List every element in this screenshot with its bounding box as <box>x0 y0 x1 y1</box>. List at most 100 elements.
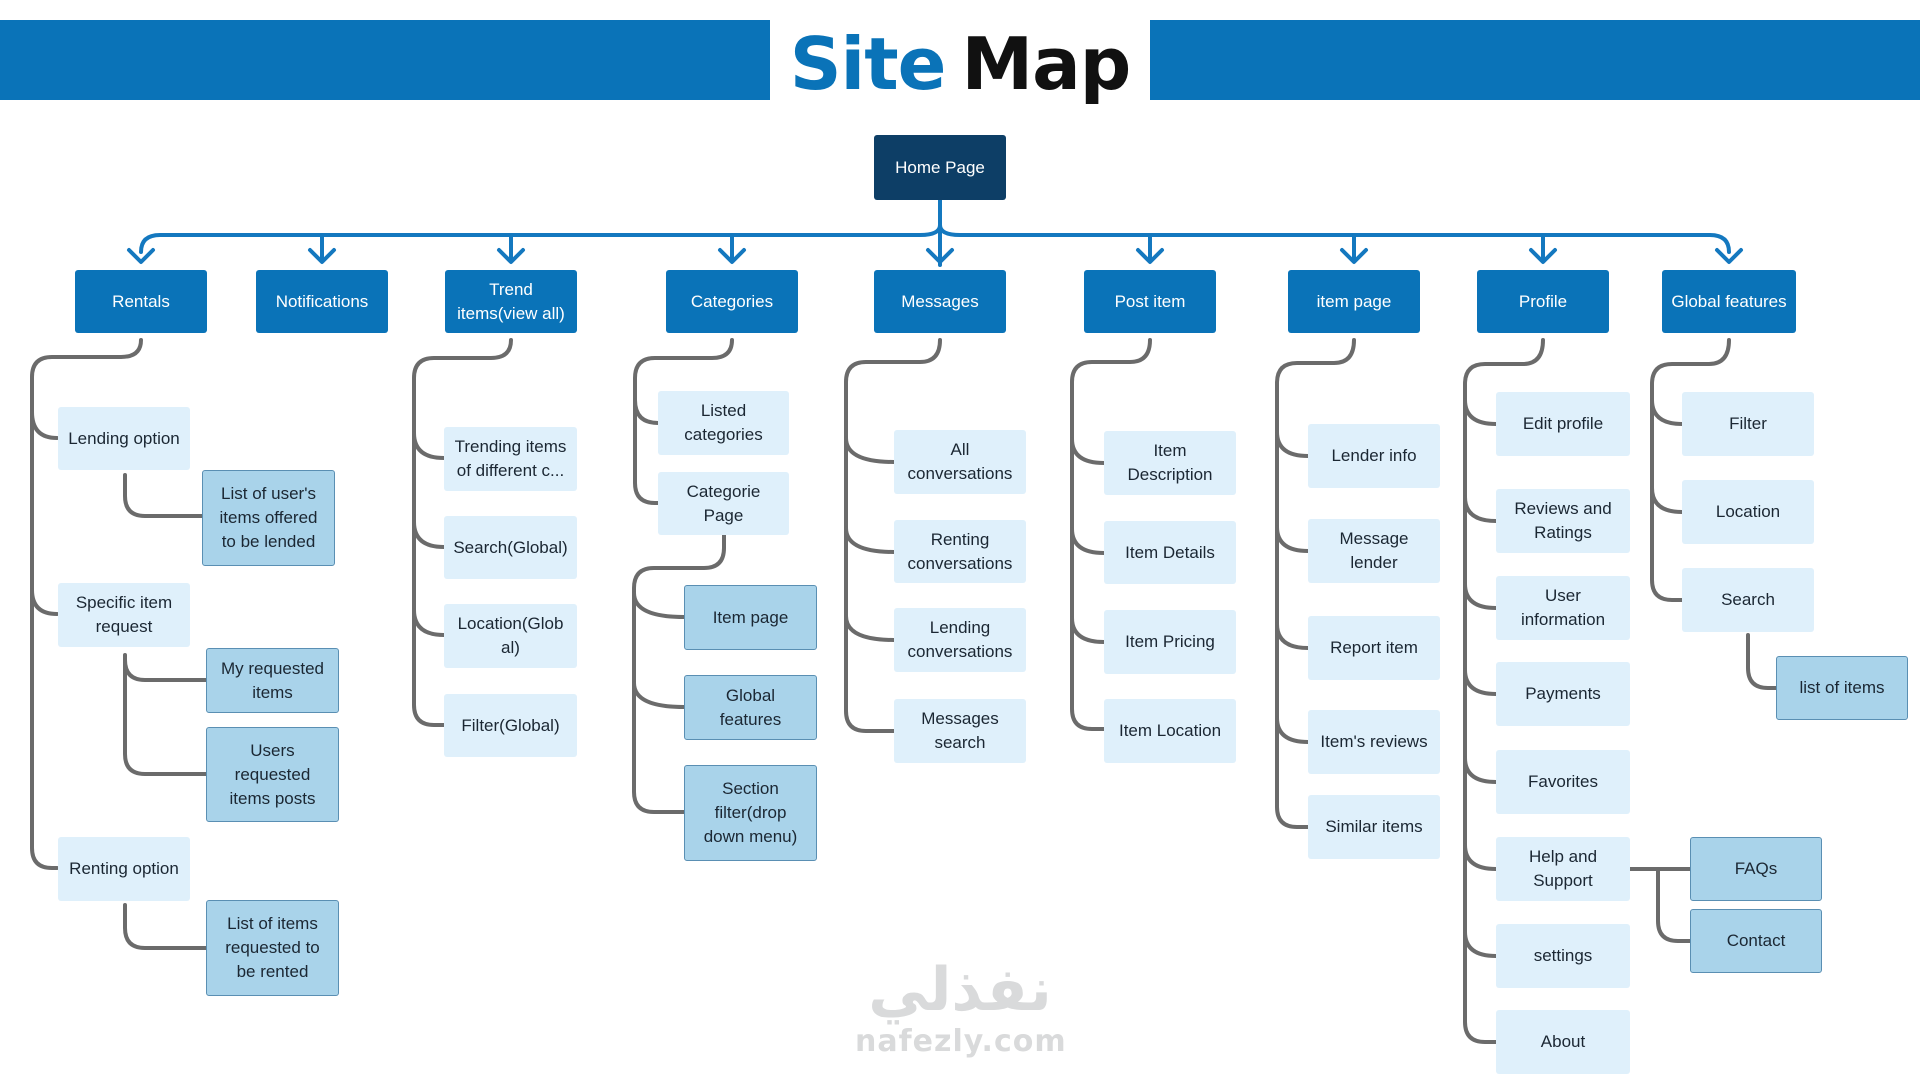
profile-tick-4 <box>1463 668 1498 696</box>
node-contact[interactable]: Contact <box>1690 909 1822 973</box>
node-item-pricing[interactable]: Item Pricing <box>1104 610 1236 674</box>
node-all-conversations[interactable]: All conversations <box>894 430 1026 494</box>
node-edit-profile[interactable]: Edit profile <box>1496 392 1630 456</box>
arrowhead <box>497 248 525 264</box>
global-tick-2 <box>1650 486 1684 514</box>
node-specific-item-request[interactable]: Specific item request <box>58 583 190 647</box>
trend-tick-3 <box>412 608 446 637</box>
node-users-requested-posts[interactable]: Users requested items posts <box>206 727 339 822</box>
node-search[interactable]: Search <box>1682 568 1814 632</box>
node-lending-list[interactable]: List of user's items offered to be lende… <box>202 470 335 566</box>
node-item-description[interactable]: Item Description <box>1104 431 1236 495</box>
post-item-tick-3 <box>1070 616 1106 644</box>
bus-right <box>938 223 1731 254</box>
help-link-contact <box>1656 867 1692 943</box>
node-post-item[interactable]: Post item <box>1084 270 1216 333</box>
title-banner-left <box>0 20 770 100</box>
profile-tick-2 <box>1463 495 1498 523</box>
node-favorites[interactable]: Favorites <box>1496 750 1630 814</box>
post-item-spine <box>1070 338 1152 731</box>
lending-child-link <box>123 473 204 518</box>
node-message-lender[interactable]: Message lender <box>1308 519 1440 583</box>
node-trend-sub-3[interactable]: Location(Glob al) <box>444 604 577 668</box>
node-categorie-page[interactable]: Categorie Page <box>658 472 789 535</box>
node-renting-conversations[interactable]: Renting conversations <box>894 520 1026 583</box>
node-cat-item-page[interactable]: Item page <box>684 585 817 650</box>
categories-spine <box>633 338 734 505</box>
messages-tick-3 <box>844 614 896 642</box>
node-lender-info[interactable]: Lender info <box>1308 424 1440 488</box>
node-filter[interactable]: Filter <box>1682 392 1814 456</box>
node-reviews-and-ratings[interactable]: Reviews and Ratings <box>1496 489 1630 553</box>
search-child-link <box>1746 633 1778 690</box>
node-section-filter[interactable]: Section filter(drop down menu) <box>684 765 817 861</box>
node-rentals[interactable]: Rentals <box>75 270 207 333</box>
node-messages[interactable]: Messages <box>874 270 1006 333</box>
renting-child-link <box>123 903 208 950</box>
item-page-spine <box>1275 338 1356 829</box>
node-renting-list[interactable]: List of items requested to be rented <box>206 900 339 996</box>
branch-connectors <box>30 338 1778 1044</box>
arrowhead <box>718 248 746 264</box>
messages-spine <box>844 338 942 733</box>
node-categories[interactable]: Categories <box>666 270 798 333</box>
arrowhead <box>1715 248 1743 264</box>
node-report-item[interactable]: Report item <box>1308 616 1440 680</box>
node-trend-sub-2[interactable]: Search(Global) <box>444 516 577 579</box>
node-my-requested-items[interactable]: My requested items <box>206 648 339 713</box>
post-item-tick-1 <box>1070 437 1106 465</box>
node-trend-sub-1[interactable]: Trending items of different c... <box>444 427 577 491</box>
global-spine <box>1650 338 1731 602</box>
profile-tick-6 <box>1463 843 1498 871</box>
arrowhead <box>1340 248 1368 264</box>
node-items-reviews[interactable]: Item's reviews <box>1308 710 1440 774</box>
title-word-map: Map <box>961 22 1132 106</box>
node-location[interactable]: Location <box>1682 480 1814 544</box>
rentals-tick-specific <box>30 588 59 616</box>
profile-tick-3 <box>1463 582 1498 610</box>
node-user-information[interactable]: User information <box>1496 576 1630 640</box>
node-cat-global-features[interactable]: Global features <box>684 675 817 740</box>
node-home-page[interactable]: Home Page <box>874 135 1006 200</box>
categories-tick-listed <box>633 398 660 425</box>
node-item-page[interactable]: item page <box>1288 270 1420 333</box>
node-trend-items[interactable]: Trend items(view all) <box>445 270 577 333</box>
arrowhead <box>1529 248 1557 264</box>
node-listed-categories[interactable]: Listed categories <box>658 391 789 455</box>
node-help-and-support[interactable]: Help and Support <box>1496 837 1630 901</box>
node-notifications[interactable]: Notifications <box>256 270 388 333</box>
node-profile[interactable]: Profile <box>1477 270 1609 333</box>
trend-spine <box>412 338 513 727</box>
node-payments[interactable]: Payments <box>1496 662 1630 726</box>
messages-tick-1 <box>844 436 896 464</box>
arrowhead <box>127 248 155 264</box>
node-settings[interactable]: settings <box>1496 924 1630 988</box>
item-page-tick-2 <box>1275 525 1310 553</box>
categorie-page-link <box>632 533 726 814</box>
node-trend-sub-4[interactable]: Filter(Global) <box>444 694 577 757</box>
trend-tick-2 <box>412 520 446 549</box>
arrowhead <box>926 248 954 264</box>
watermark-latin: nafezly.com <box>855 1024 1067 1059</box>
node-item-location[interactable]: Item Location <box>1104 699 1236 763</box>
trend-tick-1 <box>412 431 446 460</box>
title-word-site: Site <box>789 22 947 106</box>
post-item-tick-2 <box>1070 527 1106 555</box>
messages-tick-2 <box>844 526 896 554</box>
arrowheads <box>127 248 1743 264</box>
node-renting-option[interactable]: Renting option <box>58 837 190 901</box>
node-faqs[interactable]: FAQs <box>1690 837 1822 901</box>
node-global-features[interactable]: Global features <box>1662 270 1796 333</box>
title-banner-right <box>1150 20 1920 100</box>
node-messages-search[interactable]: Messages search <box>894 699 1026 763</box>
node-similar-items[interactable]: Similar items <box>1308 795 1440 859</box>
profile-tick-7 <box>1463 930 1498 958</box>
arrowhead <box>1136 248 1164 264</box>
node-list-of-items[interactable]: list of items <box>1776 656 1908 720</box>
node-about[interactable]: About <box>1496 1010 1630 1074</box>
node-lending-option[interactable]: Lending option <box>58 407 190 470</box>
specific-tick-my <box>123 658 208 682</box>
node-lending-conversations[interactable]: Lending conversations <box>894 608 1026 672</box>
node-item-details[interactable]: Item Details <box>1104 521 1236 584</box>
